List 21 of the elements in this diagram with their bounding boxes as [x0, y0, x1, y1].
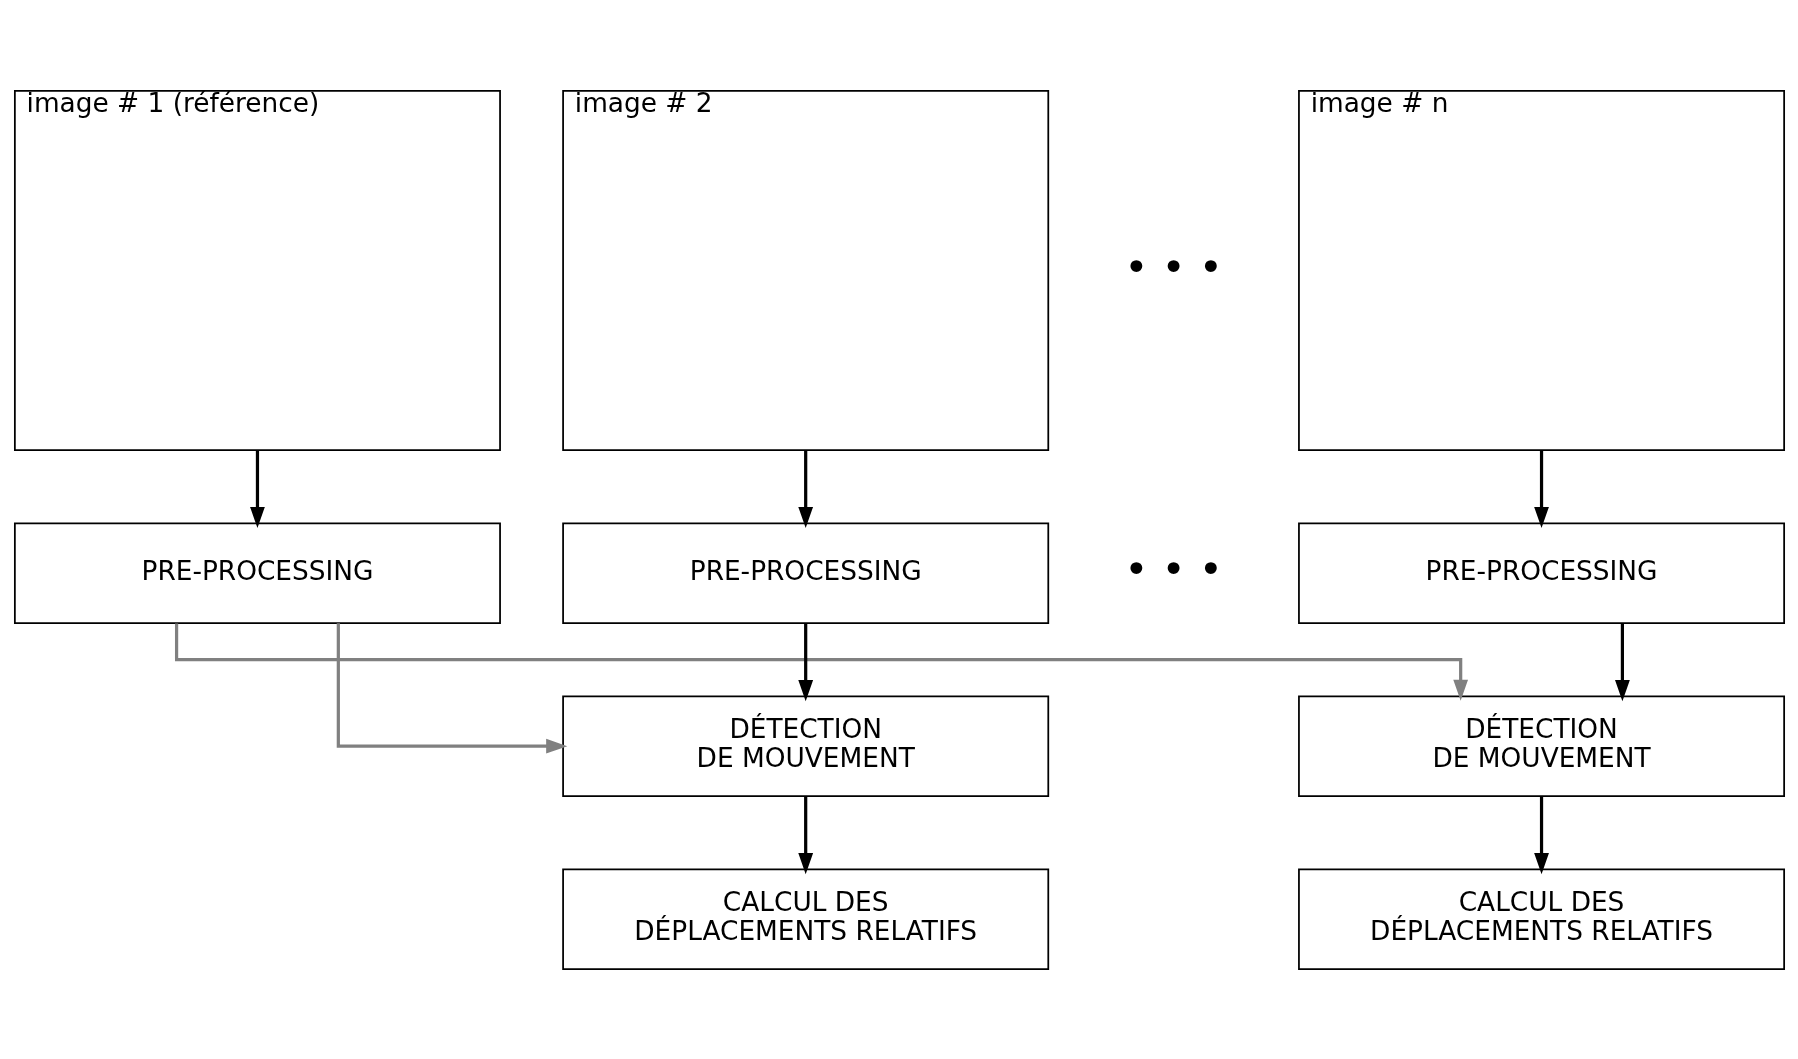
node-box: image # n — [1297, 89, 1785, 451]
node-box: PRE-PROCESSING — [13, 522, 501, 624]
arrow — [336, 622, 567, 754]
arrow — [797, 795, 813, 874]
arrow — [1533, 795, 1549, 874]
arrow — [797, 622, 813, 701]
node-box: DÉTECTION DE MOUVEMENT — [561, 695, 1049, 797]
node-box: PRE-PROCESSING — [561, 522, 1049, 624]
arrow — [249, 449, 265, 528]
arrow — [174, 623, 1468, 701]
label: • • • — [1123, 544, 1223, 593]
arrow — [1614, 622, 1630, 701]
node-box: image # 1 (référence) — [13, 89, 501, 451]
node-box: image # 2 — [561, 89, 1049, 451]
label: • • • — [1123, 242, 1223, 291]
arrow — [797, 449, 813, 528]
arrow — [1533, 449, 1549, 528]
node-box: PRE-PROCESSING — [1297, 522, 1785, 624]
node-box: DÉTECTION DE MOUVEMENT — [1297, 695, 1785, 797]
node-box: CALCUL DES DÉPLACEMENTS RELATIFS — [561, 867, 1049, 970]
node-box: CALCUL DES DÉPLACEMENTS RELATIFS — [1297, 867, 1785, 970]
